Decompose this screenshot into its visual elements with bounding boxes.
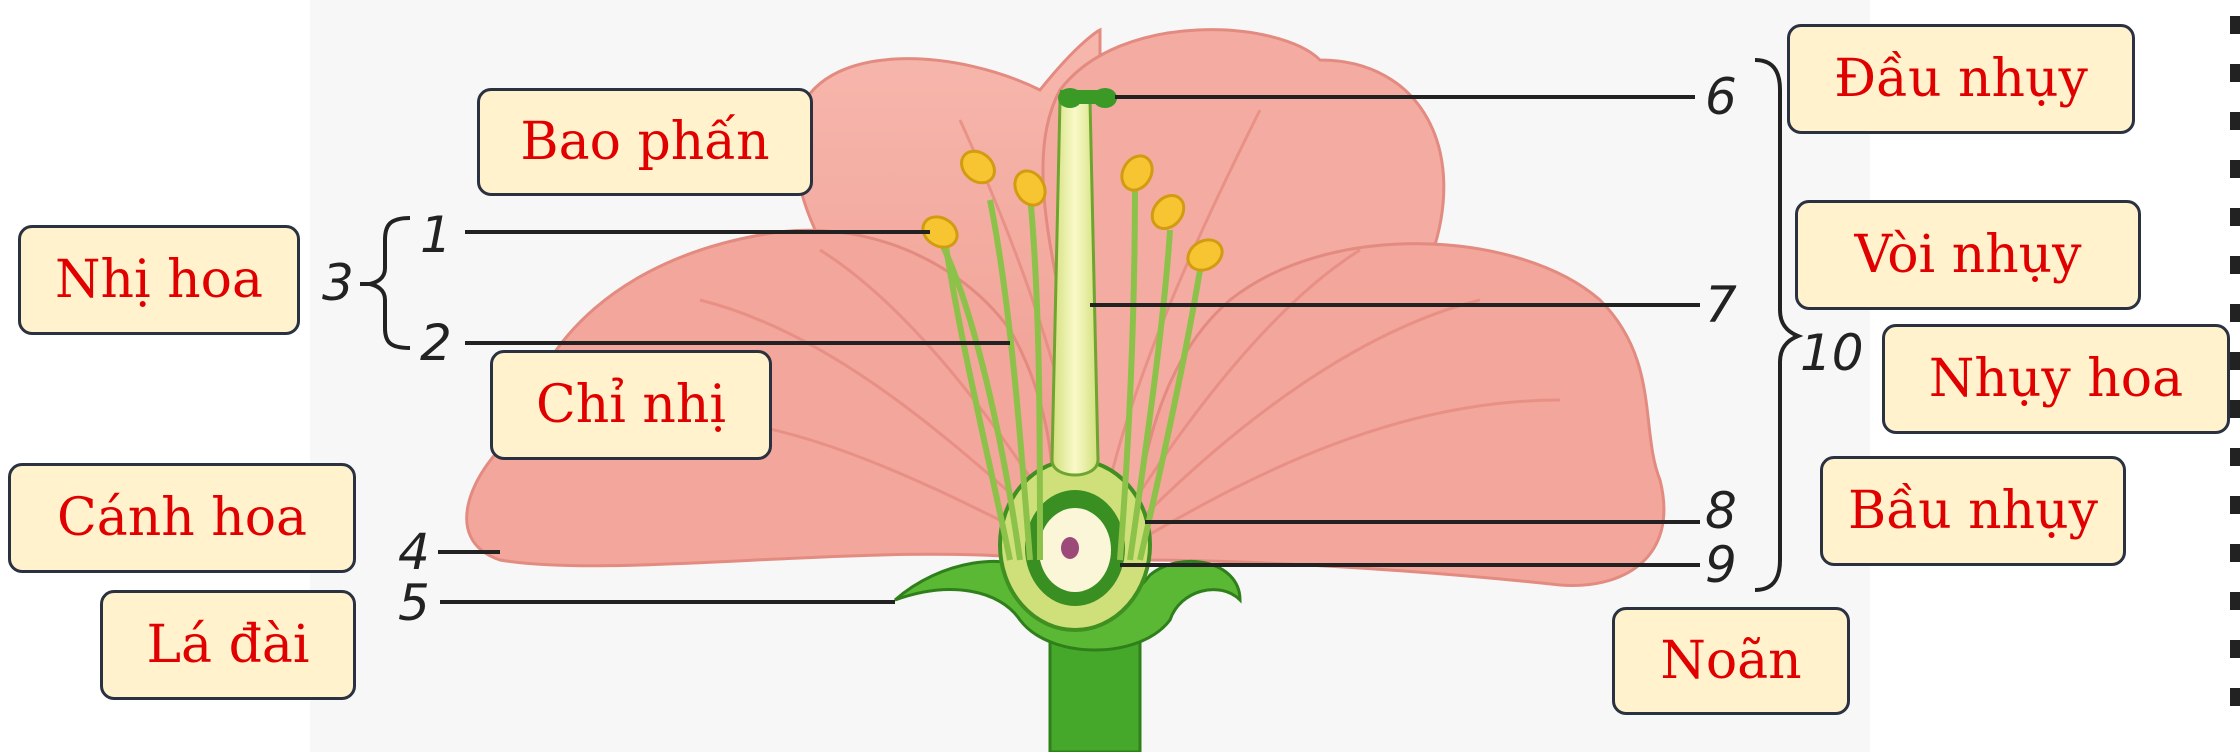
edge-mark [2230, 256, 2240, 274]
label-bao-phan: Bao phấn [477, 88, 813, 196]
label-bau-nhuy: Bầu nhụy [1820, 456, 2126, 566]
number-7: 7 [1705, 280, 1737, 330]
number-6: 6 [1705, 72, 1737, 122]
edge-mark [2230, 544, 2240, 562]
edge-mark [2230, 304, 2240, 322]
edge-mark [2230, 496, 2240, 514]
label-noan: Noãn [1612, 607, 1850, 715]
ovule [1061, 537, 1079, 559]
edge-mark [2230, 448, 2240, 466]
number-9: 9 [1705, 540, 1737, 590]
edge-mark [2230, 688, 2240, 706]
label-canh-hoa: Cánh hoa [8, 463, 356, 573]
number-1: 1 [420, 210, 452, 260]
label-chi-nhi: Chỉ nhị [490, 350, 772, 460]
edge-mark [2230, 640, 2240, 658]
edge-mark [2230, 160, 2240, 178]
edge-mark [2230, 16, 2240, 34]
pistil-style [1052, 100, 1098, 475]
number-8: 8 [1705, 486, 1737, 536]
edge-mark [2230, 400, 2240, 418]
edge-mark [2230, 208, 2240, 226]
number-5: 5 [398, 578, 430, 628]
label-voi-nhuy: Vòi nhụy [1795, 200, 2141, 310]
edge-mark [2230, 112, 2240, 130]
edge-mark [2230, 592, 2240, 610]
number-4: 4 [398, 527, 430, 577]
label-la-dai: Lá đài [100, 590, 356, 700]
label-dau-nhuy: Đầu nhụy [1787, 24, 2135, 134]
number-2: 2 [420, 318, 452, 368]
number-3: 3 [322, 258, 354, 308]
label-nhi-hoa: Nhị hoa [18, 225, 300, 335]
edge-mark [2230, 64, 2240, 82]
edge-mark [2230, 352, 2240, 370]
number-10: 10 [1800, 328, 1864, 378]
label-nhuy-hoa: Nhụy hoa [1882, 324, 2230, 434]
stigma-top [1060, 90, 1100, 104]
